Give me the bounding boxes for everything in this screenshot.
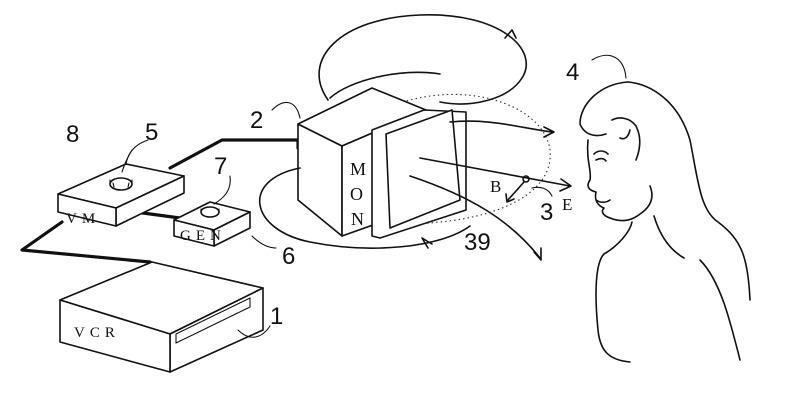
leader-lines bbox=[121, 54, 627, 338]
vm-dial-ticks bbox=[109, 179, 133, 188]
vm-unit: VM bbox=[57, 163, 185, 227]
field-loop-bottom-arrow bbox=[421, 237, 433, 249]
cable-vm-to-vcr bbox=[20, 220, 152, 264]
monitor-label-o: O bbox=[350, 184, 363, 204]
monitor-screen bbox=[385, 109, 461, 229]
ray-main bbox=[419, 157, 571, 187]
leader-5 bbox=[125, 139, 149, 165]
leader-1 bbox=[237, 325, 271, 338]
ref-number-1: 1 bbox=[270, 303, 283, 330]
vm-front bbox=[57, 193, 117, 227]
mouth-icon bbox=[595, 199, 611, 204]
person-figure bbox=[579, 81, 751, 363]
field-dotted-outline bbox=[313, 93, 551, 226]
hair-curl bbox=[611, 117, 641, 161]
ref-number-5: 5 bbox=[145, 119, 158, 146]
gen-label: GEN bbox=[180, 228, 226, 244]
face-profile bbox=[586, 139, 611, 219]
jaw-line bbox=[609, 185, 653, 222]
ray-point bbox=[522, 175, 530, 183]
monitor-label-n: N bbox=[351, 209, 364, 229]
eye-icon bbox=[595, 157, 607, 162]
ref-number-3: 3 bbox=[540, 199, 553, 226]
ref-number-39: 39 bbox=[464, 229, 491, 256]
ray-main-arrow bbox=[559, 178, 572, 192]
ear-icon bbox=[619, 129, 631, 140]
ref-number-6: 6 bbox=[282, 243, 295, 270]
ref-number-8: 8 bbox=[66, 121, 79, 148]
ref-number-2: 2 bbox=[250, 107, 263, 134]
field-loops bbox=[259, 14, 528, 249]
leader-7 bbox=[213, 175, 231, 205]
ray-bottom bbox=[409, 175, 541, 259]
ref-number-7: 7 bbox=[214, 153, 227, 180]
vm-label: VM bbox=[66, 211, 100, 227]
leader-4 bbox=[591, 54, 627, 79]
leader-6 bbox=[251, 235, 277, 249]
vcr-unit: VCR bbox=[59, 261, 264, 373]
field-loop-bottom bbox=[259, 167, 471, 249]
rays bbox=[409, 120, 572, 261]
shoulder-left bbox=[595, 221, 633, 363]
gen-front bbox=[173, 219, 215, 247]
ray-branch-b-arrow bbox=[505, 193, 515, 203]
letter-b: B bbox=[490, 177, 501, 196]
ray-top bbox=[449, 120, 553, 133]
gen-unit: GEN bbox=[173, 201, 251, 247]
leader-3 bbox=[531, 186, 553, 197]
monitor-unit: M O N bbox=[297, 87, 467, 239]
field-loop-top-inner bbox=[329, 71, 441, 99]
vcr-front bbox=[59, 299, 171, 373]
neck-line bbox=[653, 215, 685, 259]
reference-numbers: 1 2 3 4 5 6 7 8 39 B E bbox=[66, 59, 579, 330]
monitor-label-m: M bbox=[350, 159, 366, 179]
shoulder-right bbox=[699, 259, 741, 361]
letter-e: E bbox=[562, 195, 572, 214]
vcr-tape-slot bbox=[175, 297, 251, 344]
ray-bottom-arrow bbox=[533, 247, 542, 261]
hair-right-outline bbox=[627, 81, 751, 301]
vcr-label: VCR bbox=[74, 325, 120, 341]
hair-top-outline bbox=[579, 81, 629, 137]
ray-branch-b bbox=[507, 181, 525, 201]
gen-dial-ticks bbox=[200, 208, 220, 213]
cable-vm-to-monitor bbox=[168, 138, 300, 170]
field-loop-top bbox=[318, 14, 528, 105]
ref-number-4: 4 bbox=[566, 59, 579, 86]
eyebrow-icon bbox=[593, 150, 609, 155]
ray-top-arrow bbox=[543, 126, 555, 138]
field-loop-top-arrow bbox=[504, 29, 517, 39]
leader-2 bbox=[271, 101, 301, 119]
